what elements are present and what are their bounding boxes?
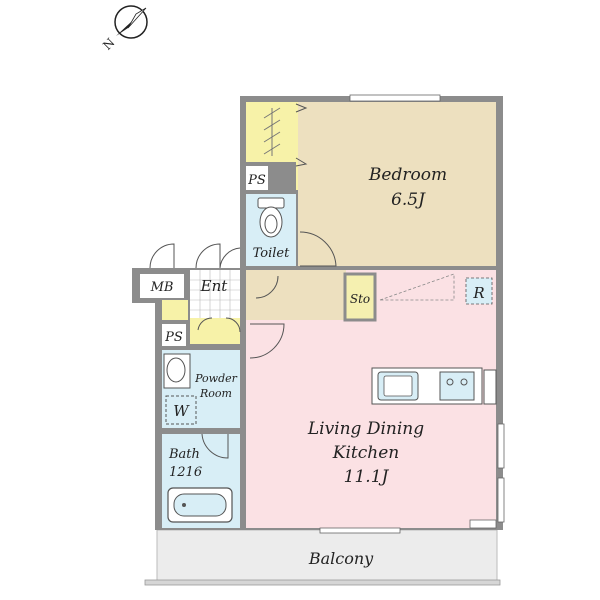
toilet-label: Toilet (253, 246, 290, 261)
closet-bedroom (246, 102, 296, 162)
entrance (190, 270, 240, 320)
toilet-fixture (257, 197, 285, 238)
bedroom-name: Bedroom (368, 165, 447, 185)
ldk-line2: Kitchen (332, 443, 399, 463)
balcony-label: Balcony (308, 549, 374, 568)
wash-basin (163, 353, 191, 389)
balcony: Balcony (144, 529, 501, 586)
bedroom (298, 102, 496, 266)
washer-box (165, 395, 197, 425)
mb-label: MB (150, 280, 174, 295)
powder-room-line2: Room (199, 387, 232, 400)
loft-ladder (379, 273, 455, 301)
closet-bedroom-lower (296, 102, 298, 190)
ps-lower-box (162, 324, 186, 346)
powder-room-line1: Powder (194, 372, 238, 385)
north-label: N (100, 35, 117, 52)
entry-step (162, 300, 188, 320)
ps-upper-box (246, 166, 268, 190)
ldk-size: 11.1J (344, 467, 390, 487)
ps-upper-label: PS (247, 173, 266, 188)
bathtub (167, 487, 233, 523)
bath-name: Bath (168, 447, 200, 462)
closet-shelf (263, 107, 281, 156)
door-swings (149, 103, 337, 459)
north-arrow-icon: N (100, 5, 148, 53)
storage-over (343, 272, 377, 322)
ldk-line1: Living Dining (307, 419, 424, 439)
storage-label: Sto (350, 292, 370, 306)
windows (319, 94, 505, 534)
shoe-closet (190, 318, 240, 344)
kitchen-counter (371, 367, 497, 405)
hallway-over (246, 270, 346, 320)
entrance-label: Ent (200, 277, 229, 295)
fridge-label: R (472, 284, 484, 302)
washer-label: W (173, 402, 190, 420)
ps-lower-label: PS (164, 330, 183, 345)
bath-size: 1216 (169, 465, 202, 480)
refrigerator-box (465, 277, 493, 305)
mb-box (140, 274, 184, 298)
bedroom-size: 6.5J (391, 190, 426, 210)
entrance-tiles (190, 270, 240, 318)
